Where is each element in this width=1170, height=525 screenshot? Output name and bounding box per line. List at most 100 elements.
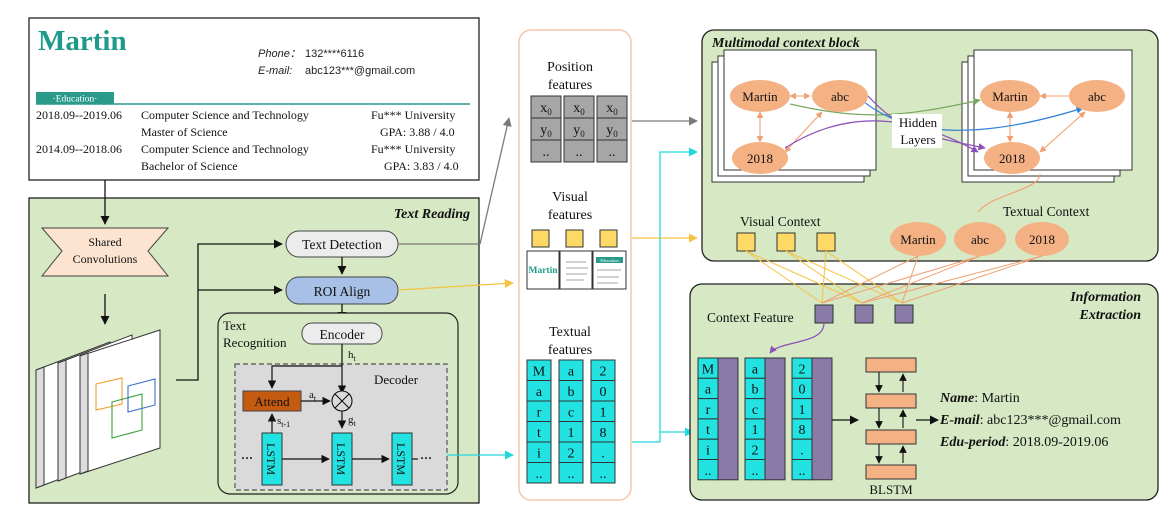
node-left-abc-label: abc (831, 89, 849, 104)
h-t-label: ht (348, 349, 357, 363)
textual-cell-text: 2 (568, 447, 575, 462)
textual-cell-text: M (533, 365, 546, 380)
thumbnail-name-text: Martin (528, 266, 558, 276)
extraction-cell-text: 2 (752, 444, 759, 459)
extraction-cell-text: 0 (799, 383, 806, 398)
feature-map-stack (35, 329, 161, 489)
extraction-cell-text: .. (705, 464, 712, 479)
email-value: abc123***@gmail.com (305, 65, 415, 77)
position-cell (530, 139, 562, 163)
position-cell-text: .. (576, 145, 583, 160)
text-detection-label: Text Detection (302, 237, 382, 252)
textual-cell-text: b (568, 385, 575, 400)
attend-label: Attend (254, 394, 290, 409)
phone-label: Phone： (258, 48, 301, 60)
shared-conv-label-2: Convolutions (73, 252, 138, 266)
textual-cell (590, 462, 616, 484)
ellipsis-left: ··· (241, 451, 253, 465)
position-cell-text: y0 (573, 123, 585, 139)
thumbnail-name (526, 250, 560, 290)
text-recognition-label-1: Text (223, 318, 246, 333)
hidden-layers-label-1: Hidden (899, 115, 938, 130)
position-cell-text: y0 (540, 123, 552, 139)
hidden-layers-label-2: Layers (900, 132, 935, 147)
context-block-title: Multimodal context block (711, 36, 860, 51)
lstm-label-1: LSTM (264, 443, 278, 475)
extraction-cell-text: t (706, 423, 710, 438)
extraction-cell-text: 8 (799, 423, 806, 438)
visual-context-label: Visual Context (740, 214, 821, 229)
textual-feature-columns: Marti..abc12..2018... (526, 359, 616, 484)
position-cell-text: x0 (573, 101, 585, 117)
textual-context-martin-label: Martin (900, 232, 936, 247)
decoder-label: Decoder (374, 372, 419, 387)
extraction-title-1: Information (1069, 290, 1141, 305)
extraction-cell-text: r (706, 403, 711, 418)
lstm-cells: LSTM LSTM LSTM (261, 432, 413, 486)
textual-cell-text: t (537, 426, 541, 441)
s-t-label: st-1 (277, 415, 290, 429)
blstm-cell-1 (865, 357, 917, 373)
edu-degree-2: Bachelor of Science (141, 159, 238, 173)
blstm-label: BLSTM (869, 482, 913, 497)
textual-cell-text: 1 (600, 406, 607, 421)
phone-value: 132****6116 (305, 48, 364, 60)
extraction-context-bar (811, 357, 833, 481)
extraction-cell-text: 1 (752, 423, 759, 438)
textual-context-abc-label: abc (971, 232, 989, 247)
blstm-cell-2 (865, 393, 917, 409)
edu-major-2: Computer Science and Technology (141, 142, 309, 156)
text-reading-panel: Text Reading Shared Convolutions Text De… (28, 180, 480, 504)
position-cell-text: x0 (540, 101, 552, 117)
textual-cell-text: .. (600, 467, 607, 482)
node-right-abc-label: abc (1088, 89, 1106, 104)
resume-card: Martin Phone： 132****6116 E-mail: abc123… (28, 17, 480, 181)
textual-features-label-2: features (548, 343, 592, 358)
textual-cell-text: .. (536, 467, 543, 482)
edu-major-1: Computer Science and Technology (141, 108, 309, 122)
textual-cell-text: . (601, 447, 605, 462)
extraction-cell-text: .. (799, 464, 806, 479)
textual-cell-text: 0 (600, 385, 607, 400)
multimodal-context-panel: Multimodal context block Hidden Layers M… (701, 29, 1159, 262)
extraction-cell-text: a (705, 383, 712, 398)
position-cell-text: .. (543, 145, 550, 160)
extraction-cell-text: 2 (799, 362, 806, 377)
edu-school-1: Fu*** University (371, 108, 455, 122)
textual-context-label: Textual Context (1003, 204, 1090, 219)
position-cell-text: x0 (606, 101, 618, 117)
textual-context-abc (954, 222, 1006, 256)
textual-context-2018 (1015, 222, 1069, 256)
blstm-cell-4 (865, 464, 917, 480)
textual-cell-text: 8 (600, 426, 607, 441)
extraction-results: Name: Martin E-mail: abc123***@gmail.com… (939, 391, 1121, 450)
position-features-label-2: features (548, 78, 592, 93)
node-right-abc (1069, 80, 1125, 112)
result-edu-period: Edu-period: 2018.09-2019.06 (939, 435, 1108, 450)
visual-context-square-1 (736, 232, 756, 252)
textual-cell (526, 462, 552, 484)
edu-gpa-1: GPA: 3.88 / 4.0 (380, 125, 455, 139)
thumbnail-education-text: ·Education· (599, 258, 621, 263)
textual-cell (558, 462, 584, 484)
extraction-title-2: Extraction (1079, 308, 1142, 323)
textual-cell-text: a (536, 385, 543, 400)
node-right-martin-label: Martin (992, 89, 1028, 104)
extraction-cell-text: a (752, 362, 759, 377)
node-right-2018-label: 2018 (999, 151, 1025, 166)
roi-align-label: ROI Align (314, 284, 371, 299)
extraction-cell-text: M (702, 362, 715, 377)
visual-context-square-2 (776, 232, 796, 252)
shared-convolutions-block (40, 227, 170, 277)
email-label: E-mail: (258, 65, 292, 77)
text-reading-title: Text Reading (394, 207, 470, 222)
textual-cell-text: 2 (600, 365, 607, 380)
shared-conv-label-1: Shared (88, 235, 121, 249)
position-cell (596, 139, 628, 163)
extraction-cell-text: b (752, 383, 759, 398)
g-t-label: gt (348, 414, 357, 428)
extraction-cell-text: i (706, 444, 710, 459)
ellipsis-right: ··· (420, 451, 432, 465)
